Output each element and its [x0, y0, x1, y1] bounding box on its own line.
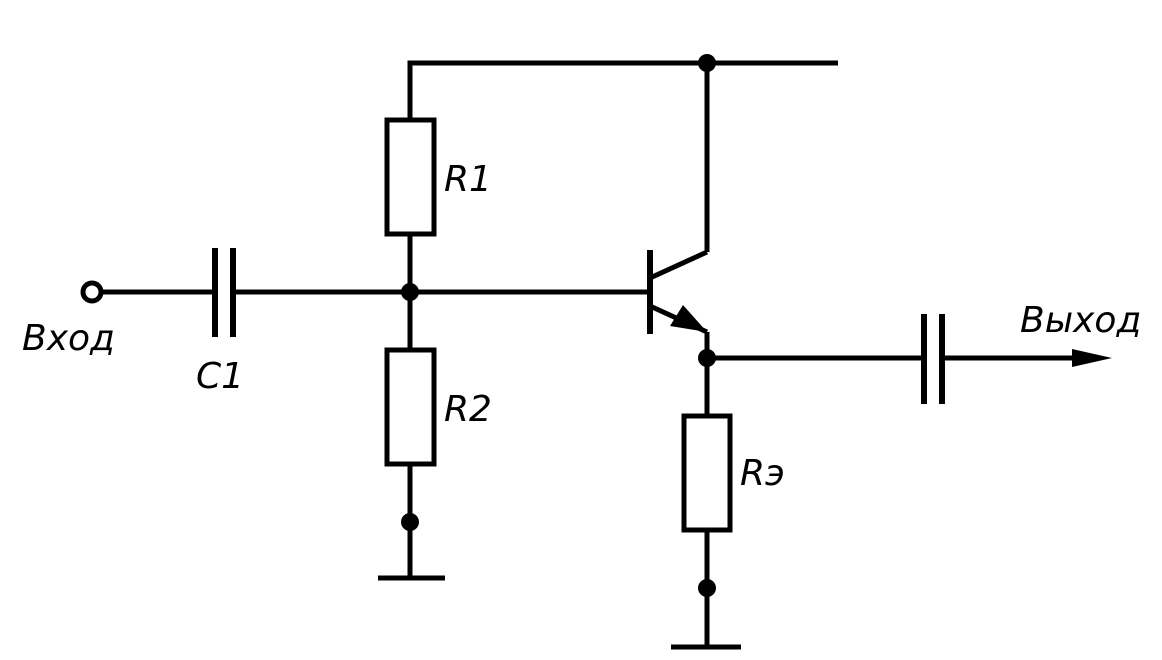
transistor-collector-lead: [648, 249, 709, 281]
output-label: Выход: [1020, 300, 1141, 341]
r1-label: R1: [444, 159, 492, 200]
input-terminal[interactable]: [80, 280, 104, 304]
input-label: Вход: [22, 318, 115, 359]
resistor-re: [681, 413, 733, 533]
output-arrow-icon: [1072, 349, 1112, 367]
c1-label: C1: [196, 356, 244, 397]
supply-rail-wire: [407, 60, 838, 120]
resistor-r2: [384, 347, 437, 467]
emitter-arrow-icon: [670, 305, 707, 332]
supply-junction-node: [698, 54, 716, 72]
r2-ground-node: [401, 513, 419, 531]
resistor-r1: [384, 117, 437, 237]
re-label: Rэ: [740, 453, 785, 494]
r2-label: R2: [444, 389, 492, 430]
re-ground-node: [698, 579, 716, 597]
